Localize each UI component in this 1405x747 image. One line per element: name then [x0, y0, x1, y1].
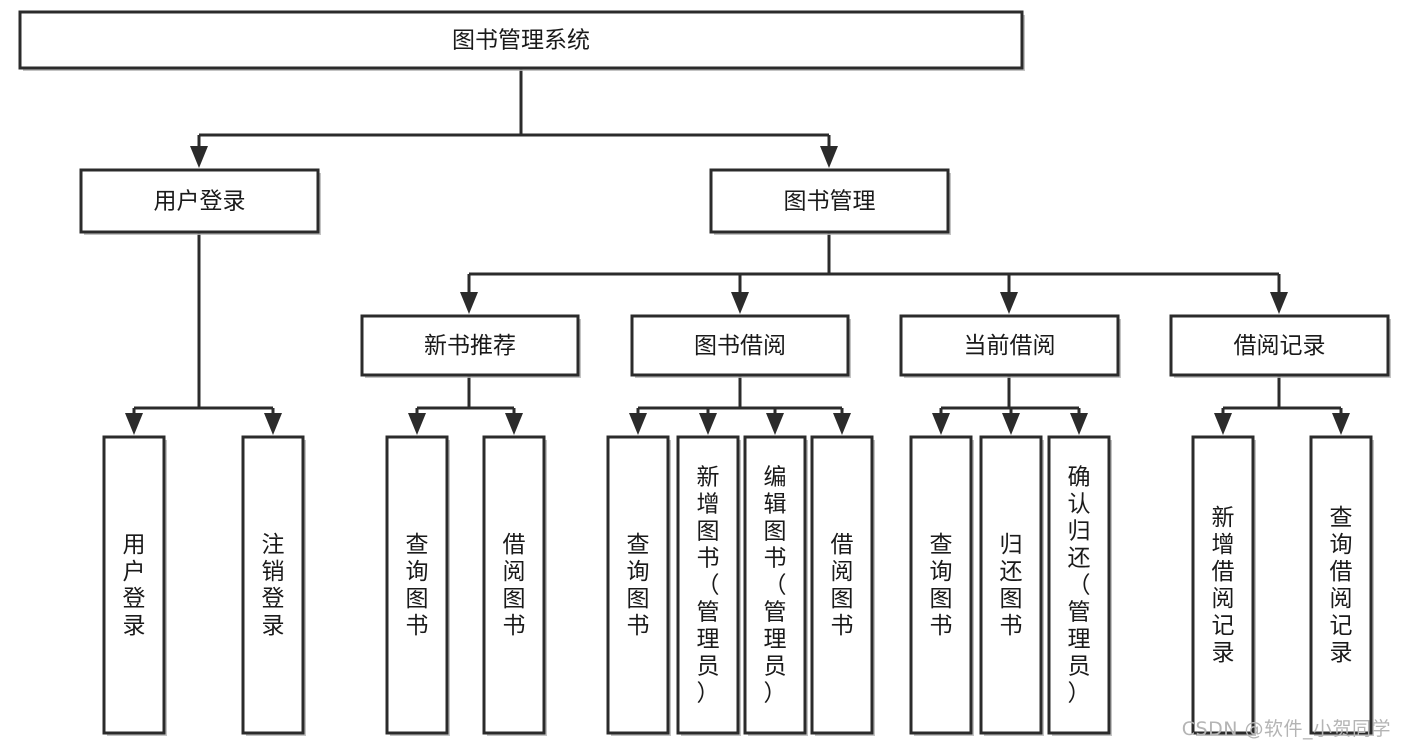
node-rect[interactable]: [79, 168, 320, 234]
node-leaf-借阅图书-7[interactable]: 借阅图书: [810, 435, 875, 736]
arrow-head-icon: [1000, 292, 1018, 314]
node-label: 图书管理: [784, 189, 876, 215]
node-rect[interactable]: [1047, 435, 1111, 735]
node-leaf-查询图书-8[interactable]: 查询图书: [909, 435, 974, 736]
arrow-head-icon: [932, 413, 950, 435]
node-label: 查询图书: [930, 532, 953, 639]
node-leaf-注销登录-1[interactable]: 注销登录: [241, 435, 306, 736]
arrow-head-icon: [699, 413, 717, 435]
node-rect[interactable]: [1169, 314, 1390, 377]
arrow-head-icon: [125, 413, 143, 435]
node-rect[interactable]: [909, 435, 973, 735]
arrow-head-icon: [820, 146, 838, 168]
node-leaf-编辑图书管理员-6[interactable]: 编辑图书（管理员）: [743, 435, 808, 736]
node-label: 用户登录: [123, 532, 146, 639]
node-label: 当前借阅: [964, 333, 1056, 359]
node-rect[interactable]: [360, 314, 580, 377]
node-label: 查询图书: [627, 532, 650, 639]
arrow-head-icon: [264, 413, 282, 435]
connector-level1_login_to_leaves: [132, 232, 275, 415]
node-rect[interactable]: [979, 435, 1043, 735]
node-leaf-新增图书管理员-5[interactable]: 新增图书（管理员）: [676, 435, 741, 736]
node-rect[interactable]: [102, 435, 166, 735]
node-rect[interactable]: [241, 435, 305, 735]
node-label: 查询图书: [406, 532, 429, 639]
connector-l2_current: [939, 375, 1081, 415]
node-leaf-借阅图书-3[interactable]: 借阅图书: [482, 435, 547, 736]
node-leaf-归还图书-9[interactable]: 归还图书: [979, 435, 1044, 736]
node-leaf-用户登录-0[interactable]: 用户登录: [102, 435, 167, 736]
connector-l2_borrow: [636, 375, 844, 415]
node-leaf-新增借阅记录-11[interactable]: 新增借阅记录: [1191, 435, 1256, 736]
node-l2-借阅记录-3[interactable]: 借阅记录: [1169, 314, 1391, 378]
arrow-head-icon: [408, 413, 426, 435]
node-l1-用户登录-0[interactable]: 用户登录: [79, 168, 321, 235]
connector-root_to_level1: [197, 68, 831, 148]
node-label: 确认归还（管理员）: [1068, 465, 1091, 707]
node-leaf-查询图书-2[interactable]: 查询图书: [385, 435, 450, 736]
node-label: 图书借阅: [694, 333, 786, 359]
node-rect[interactable]: [676, 435, 740, 735]
connector-l2_new_books: [415, 375, 516, 415]
connector-l2_records: [1221, 375, 1343, 415]
node-label: 借阅记录: [1234, 333, 1326, 359]
node-rect[interactable]: [743, 435, 807, 735]
node-label: 新增借阅记录: [1212, 505, 1235, 666]
arrow-head-icon: [731, 292, 749, 314]
arrow-head-icon: [629, 413, 647, 435]
node-rect[interactable]: [1309, 435, 1373, 735]
node-label: 归还图书: [1000, 532, 1023, 639]
node-rect[interactable]: [18, 10, 1024, 70]
connector-layer: [125, 68, 1350, 435]
arrow-head-icon: [1002, 413, 1020, 435]
arrow-head-icon: [833, 413, 851, 435]
arrow-head-icon: [766, 413, 784, 435]
node-leaf-查询图书-4[interactable]: 查询图书: [606, 435, 671, 736]
arrow-head-icon: [460, 292, 478, 314]
node-l2-新书推荐-0[interactable]: 新书推荐: [360, 314, 581, 378]
csdn-watermark: CSDN @软件_小贺同学: [1181, 718, 1391, 740]
node-label: 注销登录: [262, 532, 285, 639]
node-label: 图书管理系统: [452, 28, 590, 54]
connector-level1_books_to_level2: [467, 232, 1281, 294]
node-leaf-查询借阅记录-12[interactable]: 查询借阅记录: [1309, 435, 1374, 736]
node-label: 用户登录: [154, 189, 246, 215]
node-rect[interactable]: [899, 314, 1120, 377]
node-rect[interactable]: [385, 435, 449, 735]
arrow-head-icon: [1270, 292, 1288, 314]
node-root-图书管理系统-0[interactable]: 图书管理系统: [18, 10, 1025, 71]
arrow-head-icon: [1070, 413, 1088, 435]
node-layer: 图书管理系统用户登录图书管理新书推荐图书借阅当前借阅借阅记录用户登录注销登录查询…: [18, 10, 1391, 736]
node-rect[interactable]: [1191, 435, 1255, 735]
node-label: 新书推荐: [424, 333, 516, 359]
node-leaf-确认归还管理员-10[interactable]: 确认归还（管理员）: [1047, 435, 1112, 736]
node-rect[interactable]: [606, 435, 670, 735]
node-label: 编辑图书（管理员）: [764, 465, 787, 707]
arrow-head-icon: [505, 413, 523, 435]
node-label: 查询借阅记录: [1330, 505, 1353, 666]
node-rect[interactable]: [482, 435, 546, 735]
node-rect[interactable]: [709, 168, 950, 234]
arrow-head-icon: [1214, 413, 1232, 435]
node-label: 借阅图书: [503, 532, 526, 639]
arrow-head-icon: [190, 146, 208, 168]
node-label: 新增图书（管理员）: [697, 465, 720, 707]
node-label: 借阅图书: [831, 532, 854, 639]
arrow-head-icon: [1332, 413, 1350, 435]
node-l1-图书管理-1[interactable]: 图书管理: [709, 168, 951, 235]
node-rect[interactable]: [810, 435, 874, 735]
node-rect[interactable]: [630, 314, 850, 377]
node-l2-当前借阅-2[interactable]: 当前借阅: [899, 314, 1121, 378]
node-l2-图书借阅-1[interactable]: 图书借阅: [630, 314, 851, 378]
